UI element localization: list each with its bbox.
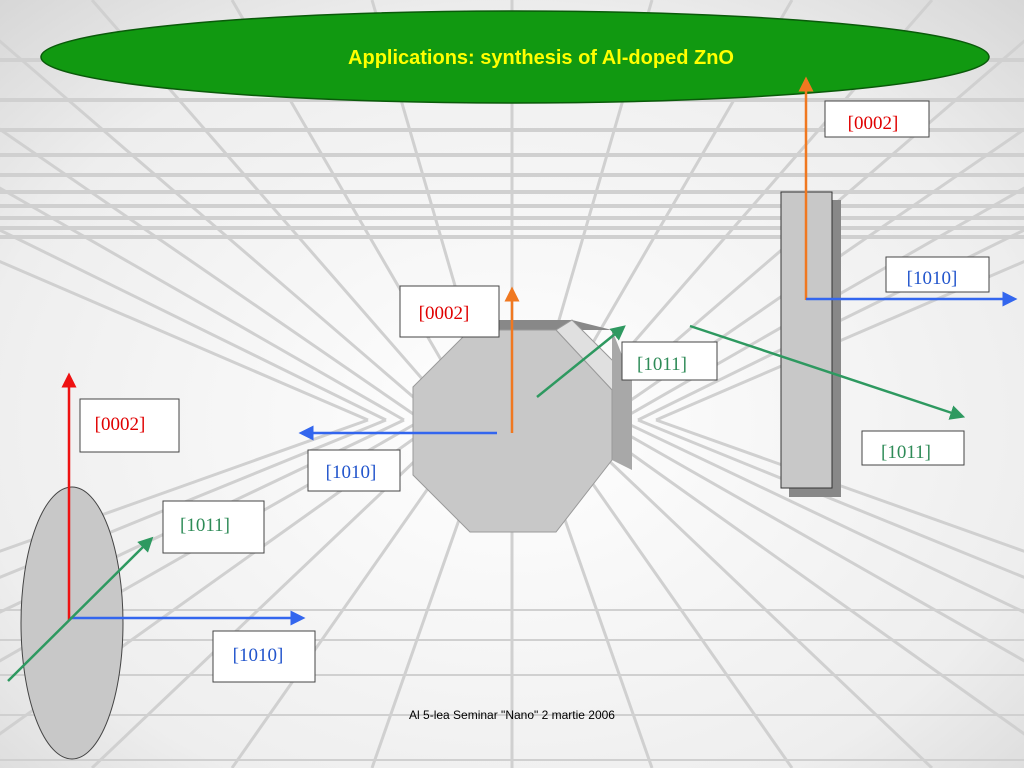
svg-text:[1010]: [1010] [233,645,284,666]
label-disc-0002: [0002] [79,398,180,453]
octagon-side-face [612,330,632,470]
grid-line [0,186,405,422]
svg-text:[1010]: [1010] [326,462,377,483]
svg-text:[1010]: [1010] [907,268,958,289]
grid-line [619,186,1024,422]
grid-line [0,260,369,422]
label-octagon-0002: [0002] [399,285,500,338]
grid-line [583,418,1024,736]
title-ellipse [40,10,990,104]
octagon-arrow-1011 [536,325,626,398]
grid-line [564,418,934,768]
grid-line [637,228,1024,422]
rod-crystal [689,76,1018,497]
svg-text:[0002]: [0002] [95,414,146,435]
label-octagon-1011: [1011] [621,341,718,381]
grid-line [0,127,423,422]
footer-text: Al 5-lea Seminar "Nano" 2 martie 2006 [409,708,615,722]
disc-crystal [7,372,306,760]
grid-line [0,418,369,553]
grid-line [0,228,387,422]
svg-text:[1011]: [1011] [881,442,931,463]
svg-text:[1011]: [1011] [637,354,687,375]
grid-line [0,418,387,579]
disc-shape [20,486,124,760]
label-disc-1010: [1010] [212,630,316,683]
octagon-crystal [298,286,633,533]
grid-line [637,418,1024,579]
title-banner: Applications: synthesis of Al-doped ZnO [40,10,990,104]
svg-text:[0002]: [0002] [848,113,899,134]
label-disc-1011: [1011] [162,500,265,554]
svg-text:[0002]: [0002] [419,303,470,324]
page-title: Applications: synthesis of Al-doped ZnO [348,47,734,69]
grid-line [0,39,441,422]
label-rod-1010: [1010] [885,256,990,293]
grid-line [601,418,1024,663]
svg-text:[1011]: [1011] [180,515,230,536]
label-rod-1011: [1011] [861,430,965,466]
label-rod-0002: [0002] [824,100,930,138]
grid-line [619,418,1024,614]
disc-arrow-1011 [7,536,154,682]
label-octagon-1010: [1010] [307,449,401,492]
rod-arrow-1011 [689,324,966,420]
